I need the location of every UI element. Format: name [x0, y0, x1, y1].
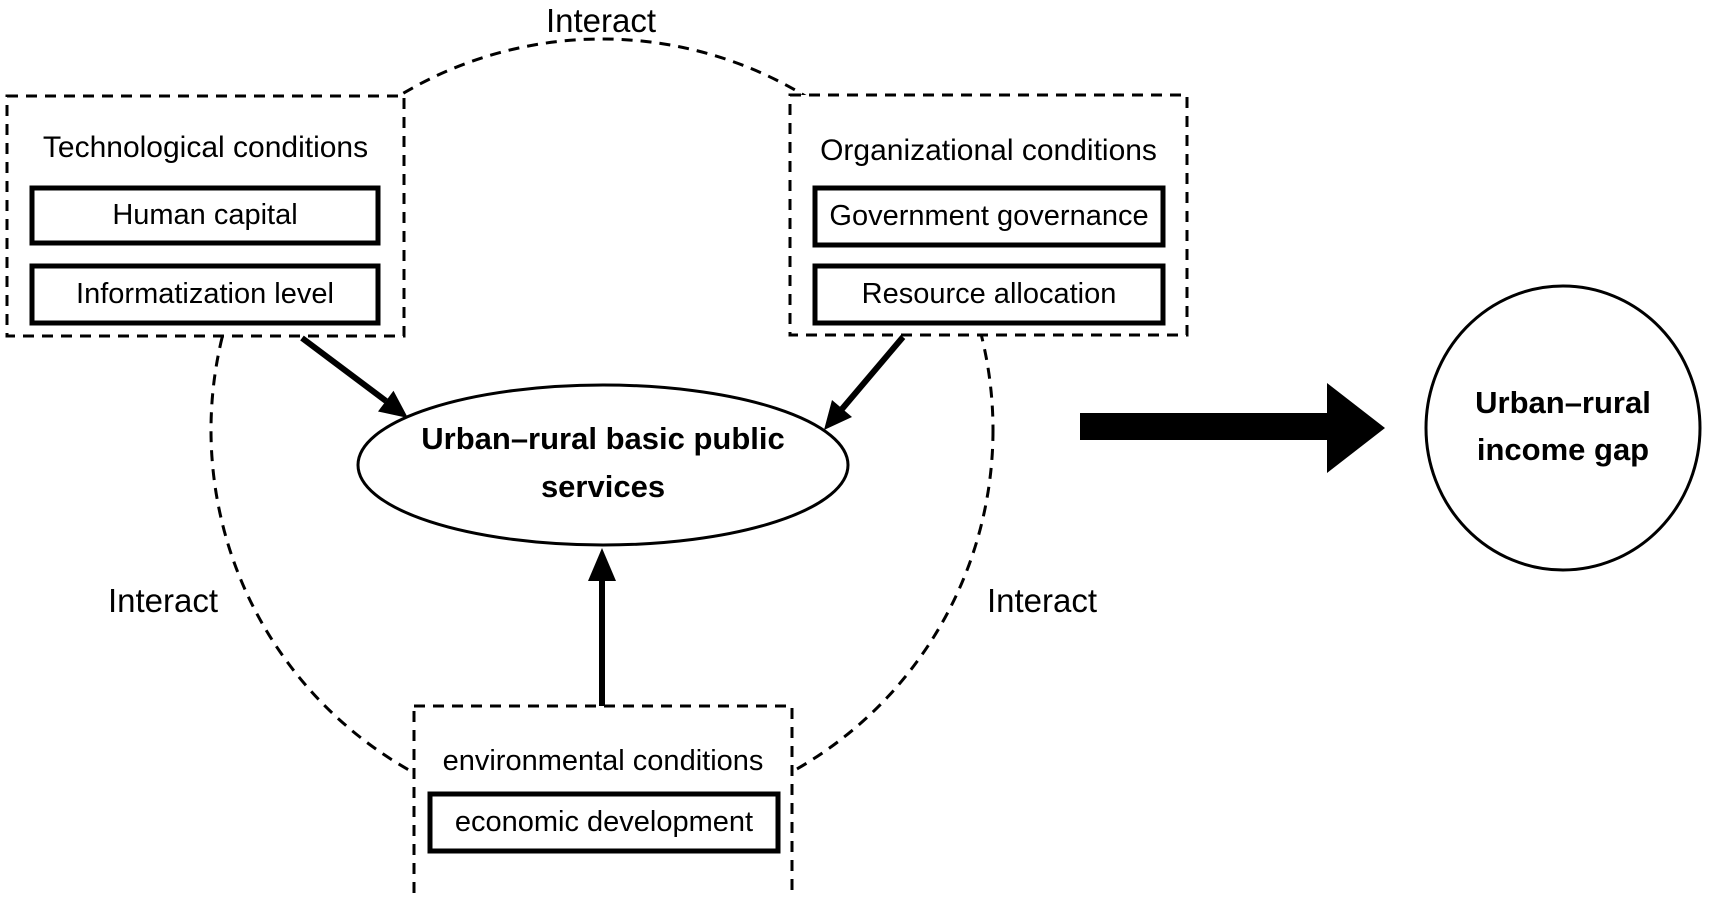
economic-development-label: economic development [454, 806, 754, 838]
human-capital-box [29, 185, 381, 246]
services-ellipse [356, 383, 850, 547]
economic-development-box [427, 791, 781, 854]
arrow-technological-to-services [300, 335, 408, 418]
interact-label-right: Interact [986, 582, 1098, 619]
environmental-conditions-title: environmental conditions [442, 745, 764, 777]
resource-allocation-label: Resource allocation [861, 278, 1117, 310]
services-node-line2: services [540, 469, 666, 504]
informatization-level-label: Informatization level [76, 278, 334, 310]
government-governance-label: Government governance [829, 200, 1149, 232]
income-gap-node-text: Urban–rural income gap [1383, 379, 1713, 473]
human-capital-label: Human capital [112, 199, 298, 231]
services-node-text: Urban–rural basic public services [353, 415, 853, 511]
resource-allocation-box [812, 263, 1166, 326]
organizational-conditions-title: Organizational conditions [820, 134, 1157, 167]
income-gap-circle [1424, 284, 1702, 572]
arrow-organizational-to-services [824, 335, 906, 430]
technological-conditions-title: Technological conditions [42, 131, 369, 164]
income-gap-line2: income gap [1476, 432, 1650, 467]
income-gap-line1: Urban–rural [1475, 385, 1651, 420]
arrow-environmental-to-services [588, 548, 616, 706]
interact-label-left: Interact [107, 582, 219, 619]
informatization-level-box [29, 263, 381, 326]
government-governance-box [812, 185, 1166, 248]
arrow-services-to-income-gap [1080, 383, 1385, 473]
interact-label-top: Interact [545, 2, 657, 39]
services-node-line1: Urban–rural basic public [421, 421, 785, 456]
